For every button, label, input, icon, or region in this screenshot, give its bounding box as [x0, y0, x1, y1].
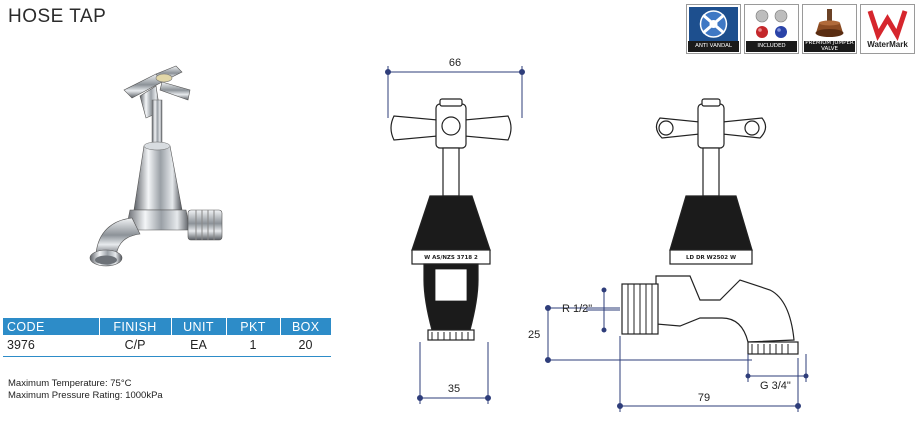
max-pressure: Maximum Pressure Rating: 1000kPa — [8, 390, 163, 401]
watermark-logo-icon — [867, 10, 908, 41]
jumper-valve-icon — [815, 9, 844, 37]
length-dimension: 79 — [698, 392, 710, 404]
indicators-badge: INCLUDED — [744, 4, 799, 54]
header-pkt: PKT — [225, 318, 280, 335]
front-body-mark: W AS/NZS 3718 2 — [424, 255, 478, 261]
header-unit: UNIT — [170, 318, 226, 335]
cell-unit: EA — [171, 335, 226, 357]
spec-table: CODE FINISH UNIT PKT BOX 3976 C/P EA 1 2… — [3, 318, 331, 357]
anti-vandal-badge: ANTI VANDAL — [686, 4, 741, 54]
specification-notes: Maximum Temperature: 75°C Maximum Pressu… — [8, 378, 163, 402]
badge-caption: INCLUDED — [746, 41, 797, 52]
watermark-badge: WaterMark — [860, 4, 915, 54]
badge-caption: ANTI VANDAL — [688, 41, 739, 52]
header-finish: FINISH — [98, 318, 171, 335]
cell-finish: C/P — [99, 335, 171, 357]
cell-pkt: 1 — [226, 335, 280, 357]
header-box: BOX — [279, 318, 331, 335]
badge-caption: WaterMark — [867, 40, 908, 49]
bottom-dimension: 35 — [448, 383, 460, 395]
anti-vandal-icon — [689, 7, 738, 41]
indicator-buttons-icon — [755, 9, 788, 38]
cell-box: 20 — [280, 335, 331, 357]
thread-label: R 1/2" — [562, 303, 592, 315]
table-header-row: CODE FINISH UNIT PKT BOX — [3, 318, 331, 335]
certification-badges: ANTI VANDAL INCLUDED PREMIUM JUMPER VALV… — [686, 4, 916, 54]
table-row: 3976 C/P EA 1 20 — [3, 335, 331, 357]
side-body-mark: LD DR W2502 W — [686, 255, 736, 261]
height-dimension: 25 — [528, 329, 540, 341]
outlet-label: G 3/4" — [760, 380, 791, 392]
product-photo — [89, 65, 223, 267]
max-temperature: Maximum Temperature: 75°C — [8, 378, 132, 389]
width-dimension: 66 — [449, 57, 461, 69]
jumper-valve-badge: PREMIUM JUMPER VALVE — [802, 4, 857, 54]
cell-code: 3976 — [3, 335, 99, 357]
badge-caption: PREMIUM JUMPER VALVE — [804, 40, 855, 52]
page-title: HOSE TAP — [8, 6, 107, 27]
header-code: CODE — [3, 318, 99, 335]
